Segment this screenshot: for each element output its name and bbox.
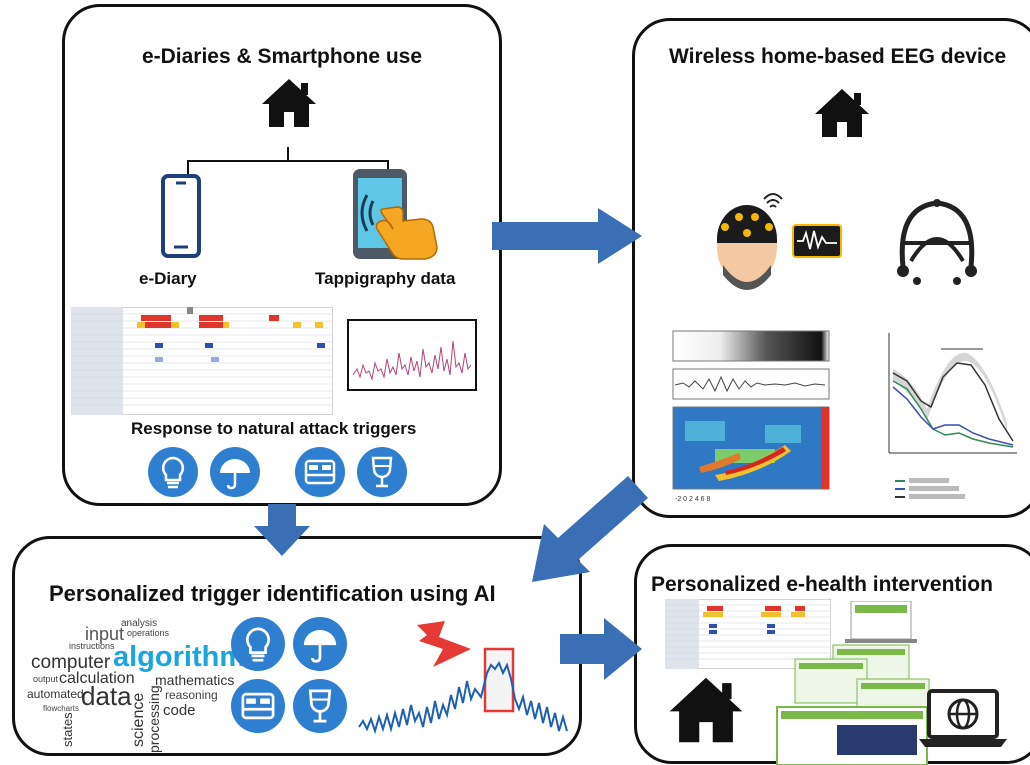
word-flowcharts: flowcharts [43, 704, 80, 713]
home-icon [815, 89, 869, 137]
word-calculation: calculation [59, 670, 135, 687]
bed-icon [231, 679, 285, 733]
intervention-panel: Personalized e-health intervention [634, 544, 1030, 765]
arrow-ai-to-intervention [560, 618, 642, 680]
home-icon [262, 79, 316, 127]
ai-title: Personalized trigger identification usin… [49, 581, 496, 606]
word-states: states [60, 712, 75, 747]
intervention-table [665, 599, 831, 669]
eeg-headset-icon [897, 199, 977, 285]
word-output: output [33, 674, 59, 684]
eeg-line-chart [888, 333, 1017, 499]
word-computer: computer [31, 652, 111, 673]
home-icon [669, 677, 743, 743]
word-code: code [163, 702, 196, 719]
arrow-diaries-to-ai [254, 504, 310, 556]
wine-glass-icon [293, 679, 347, 733]
word-automated: automated [27, 687, 84, 701]
lightning-icon [417, 621, 471, 667]
trigger-signal [358, 647, 568, 735]
lightbulb-icon [148, 447, 198, 497]
response-label: Response to natural attack triggers [131, 419, 417, 438]
svg-text:-2 0 2 4 6: -2 0 2 4 6 8 [675, 496, 711, 503]
word-input: input [85, 624, 125, 644]
diaries-panel: e-Diaries & Smartphone use e-Diary Tappi… [62, 4, 502, 506]
eeg-title: Wireless home-based EEG device [669, 45, 1007, 68]
word-science: science [130, 692, 147, 747]
word-operations: operations [127, 628, 170, 638]
ai-panel: Personalized trigger identification usin… [12, 536, 582, 756]
arrow-eeg-to-ai [532, 476, 648, 582]
eeg-spectrogram: -2 0 2 4 6 8 [672, 330, 830, 503]
diary-table [71, 307, 333, 415]
word-algorithm: algorithm [113, 641, 246, 673]
word-analysis: analysis [121, 618, 158, 629]
eeg-head-icon [717, 193, 842, 290]
wine-glass-icon [357, 447, 407, 497]
word-reasoning: reasoning [165, 688, 218, 702]
tappigraphy-signal [347, 319, 477, 391]
word-instructions: instructions [69, 641, 115, 651]
phone-icon [161, 174, 201, 258]
word-data: data [81, 681, 132, 711]
umbrella-icon [293, 617, 347, 671]
intervention-title: Personalized e-health intervention [651, 573, 993, 596]
word-mathematics: mathematics [155, 672, 235, 688]
app-screenshots [776, 601, 930, 765]
laptop-globe-icon [919, 689, 1007, 747]
bed-icon [295, 447, 345, 497]
lightbulb-icon [231, 617, 285, 671]
word-processing: processing [146, 685, 162, 753]
umbrella-icon [210, 447, 260, 497]
tap-phone-icon [353, 169, 438, 260]
arrow-diaries-to-eeg [492, 208, 642, 264]
eeg-panel: Wireless home-based EEG device [632, 18, 1030, 518]
diaries-title: e-Diaries & Smartphone use [141, 45, 423, 68]
ediary-label: e-Diary [139, 269, 197, 288]
tappigraphy-label: Tappigraphy data [315, 269, 456, 288]
